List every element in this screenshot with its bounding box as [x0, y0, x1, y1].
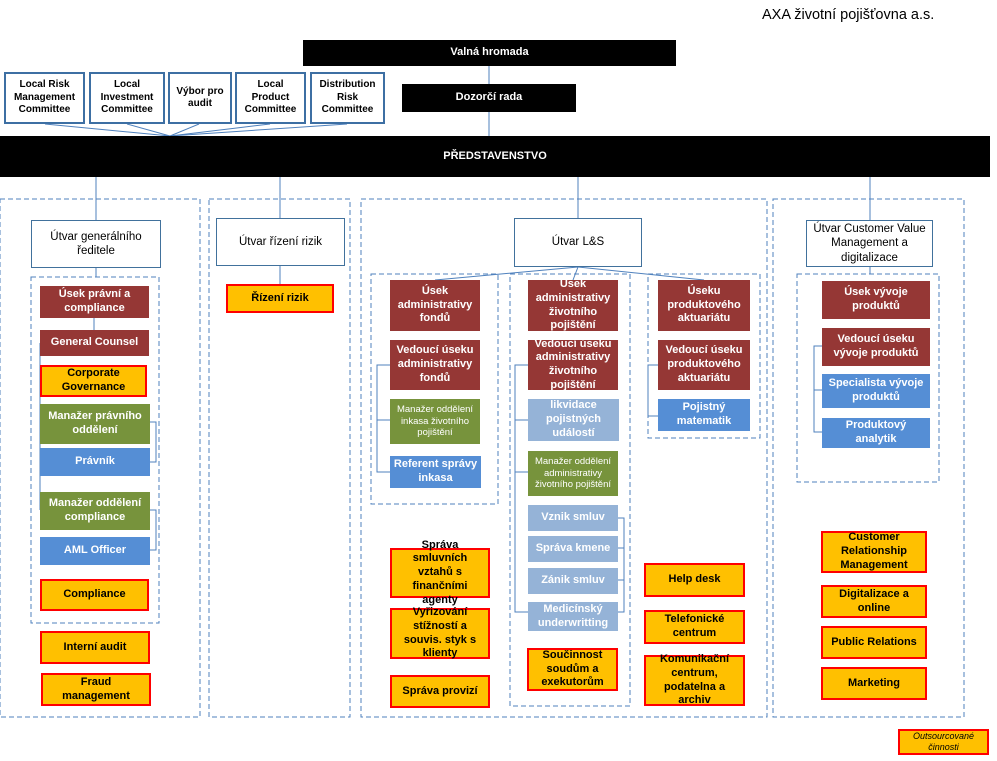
unit-cvm: Útvar Customer Value Management a digita…: [806, 220, 933, 267]
claims-box: likvidace pojistných událostí: [528, 399, 619, 441]
marketing-box: Marketing: [821, 667, 927, 700]
actuary-box: Pojistný matematik: [658, 399, 750, 431]
legend-outsourced: Outsourcované činnosti: [898, 729, 989, 755]
help-desk-box: Help desk: [644, 563, 745, 597]
life-head-box: Vedoucí úseku administrativy životního p…: [528, 338, 618, 391]
committee-audit: Výbor pro audit: [168, 72, 232, 124]
product-head-box: Vedoucí úseku vývoje produktů: [822, 328, 930, 366]
fraud-management-box: Fraud management: [41, 673, 151, 706]
unit-ls: Útvar L&S: [514, 218, 642, 267]
funds-dept-box: Úsek administrativy fondů: [390, 280, 480, 331]
aml-officer-box: AML Officer: [40, 537, 150, 565]
commissions-box: Správa provizí: [390, 675, 490, 708]
product-analyst-box: Produktový analytik: [822, 418, 930, 448]
board-box: PŘEDSTAVENSTVO: [0, 136, 990, 177]
product-specialist-box: Specialista vývoje produktů: [822, 374, 930, 408]
contract-creation-box: Vznik smluv: [528, 505, 618, 531]
committee-distribution-risk: Distribution Risk Committee: [310, 72, 385, 124]
general-meeting-box: Valná hromada: [303, 40, 676, 66]
digital-box: Digitalizace a online: [821, 585, 927, 618]
supervisory-board-box: Dozorčí rada: [402, 84, 576, 112]
life-admin-manager-box: Manažer oddělení administrativy životníh…: [528, 451, 618, 496]
product-dept-box: Úsek vývoje produktů: [822, 281, 930, 319]
collection-referent-box: Referent správy inkasa: [390, 456, 481, 488]
actuarial-head-box: Vedoucí úseku produktového aktuariátu: [658, 340, 750, 390]
life-dept-box: Úsek administrativy životního pojištění: [528, 278, 618, 331]
complaints-box: Vyřizování stížností a souvis. styk s kl…: [390, 606, 490, 659]
committee-risk-management: Local Risk Management Committee: [4, 72, 85, 124]
unit-risk: Útvar řízení rizik: [216, 218, 345, 266]
internal-audit-box: Interní audit: [40, 631, 150, 664]
funds-head-box: Vedoucí úseku administrativy fondů: [390, 340, 480, 390]
courts-box: Součinnost soudům a exekutorům: [527, 648, 618, 691]
call-center-box: Telefonické centrum: [644, 610, 745, 644]
legal-manager-box: Manažer právního oddělení: [40, 404, 150, 444]
crm-box: Customer Relationship Management: [821, 531, 927, 573]
agent-contracts-box: Správa smluvních vztahů s finančními age…: [390, 539, 490, 606]
comm-center-box: Komunikační centrum, podatelna a archiv: [644, 653, 745, 706]
legal-dept-box: Úsek právní a compliance: [40, 286, 149, 318]
medical-uw-box: Medicínský underwritting: [528, 602, 618, 631]
contract-termination-box: Zánik smluv: [528, 568, 618, 594]
unit-ceo: Útvar generálního ředitele: [31, 220, 161, 268]
pr-box: Public Relations: [821, 626, 927, 659]
company-name: AXA životní pojišťovna a.s.: [762, 7, 935, 23]
collection-manager-box: Manažer oddělení inkasa životního pojišt…: [390, 399, 480, 444]
committee-product: Local Product Committee: [235, 72, 306, 124]
committee-investment: Local Investment Committee: [89, 72, 165, 124]
compliance-box: Compliance: [40, 579, 149, 611]
risk-management-box: Řízení rizik: [226, 284, 334, 313]
lawyer-box: Právník: [40, 448, 150, 476]
corporate-governance-box: Corporate Governance: [40, 365, 147, 397]
portfolio-admin-box: Správa kmene: [528, 536, 618, 562]
actuarial-dept-box: Úseku produktového aktuariátu: [658, 280, 750, 331]
compliance-manager-box: Manažer oddělení compliance: [40, 492, 150, 530]
general-counsel-box: General Counsel: [40, 330, 149, 356]
